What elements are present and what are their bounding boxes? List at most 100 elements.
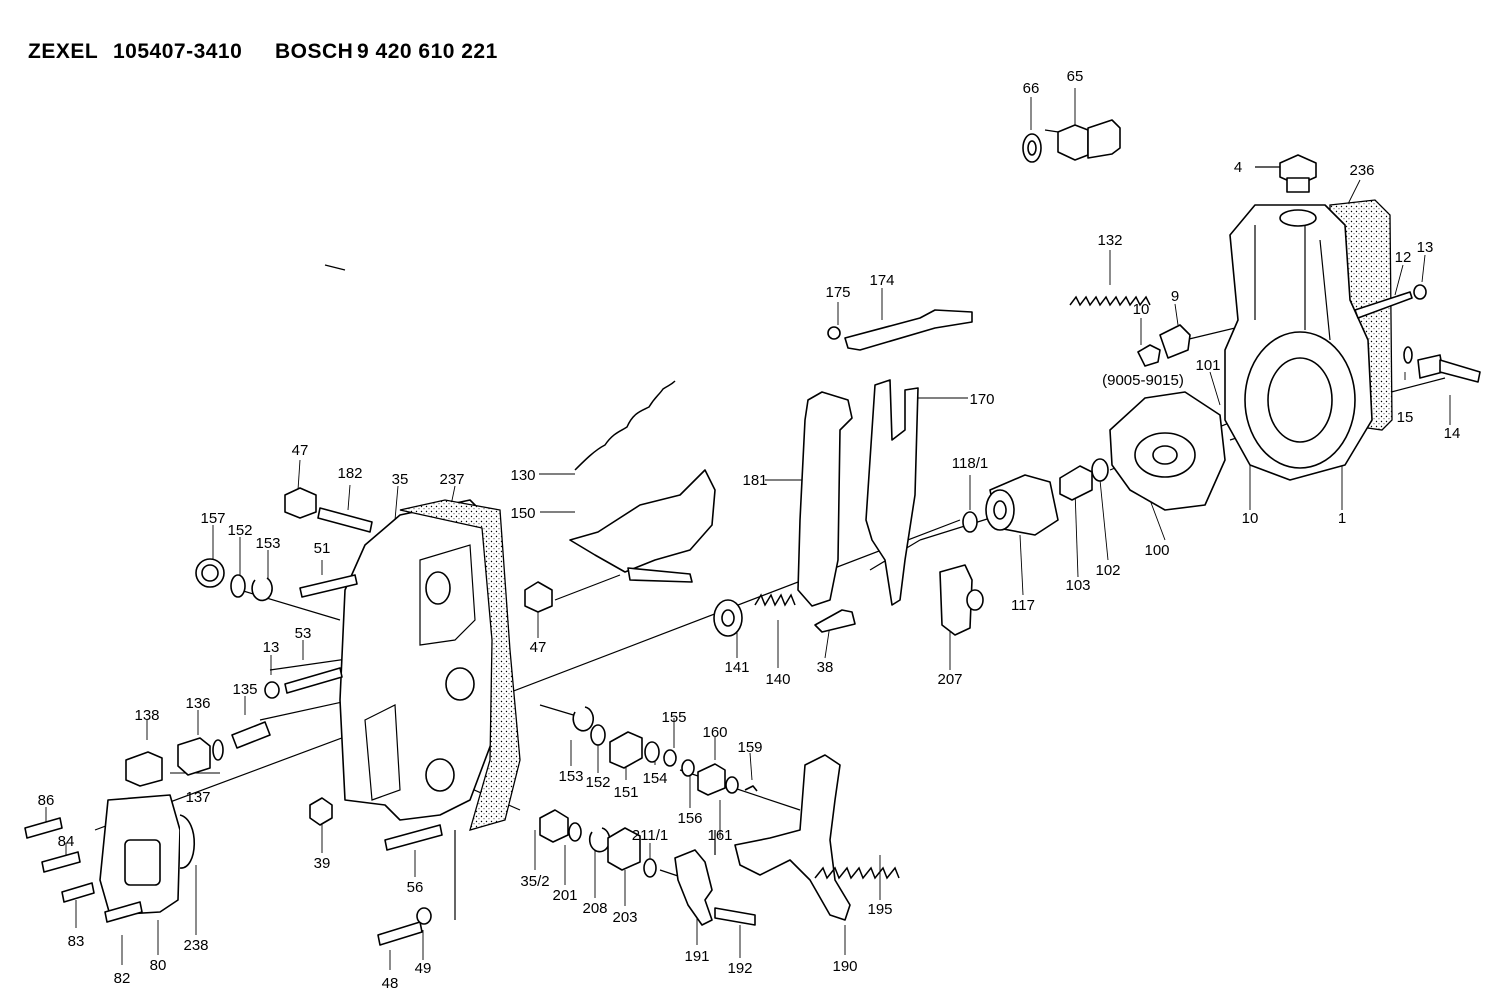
- cover-80: [99, 794, 181, 916]
- callout-191: 191: [684, 948, 709, 965]
- clip-208: [588, 827, 611, 853]
- ring-152b: [590, 724, 606, 746]
- nut-39: [309, 797, 333, 826]
- callout-1: 1: [1338, 510, 1346, 527]
- bushing-160: [697, 763, 726, 796]
- callout-4: 4: [1234, 159, 1242, 176]
- callout-103: 103: [1065, 577, 1090, 594]
- spring-140: [754, 593, 796, 607]
- bolt-48: [377, 921, 423, 946]
- bolt-83: [61, 882, 95, 903]
- callout-150: 150: [510, 505, 535, 522]
- fitting-65: [1022, 119, 1121, 163]
- callout-83: 83: [68, 933, 85, 950]
- callout-14: 14: [1444, 425, 1461, 442]
- callout-130: 130: [510, 467, 535, 484]
- spring-132: [1069, 295, 1151, 307]
- callout-135: 135: [232, 681, 257, 698]
- spring-195: [814, 866, 900, 880]
- callout-10b: 10: [1242, 510, 1259, 527]
- callout-195: 195: [867, 901, 892, 918]
- callout-9005: (9005-9015): [1102, 372, 1184, 389]
- gasket-238: [179, 814, 196, 869]
- washer-118-1: [962, 511, 978, 533]
- callout-12: 12: [1395, 249, 1412, 266]
- zexel-label: ZEXEL: [28, 40, 99, 63]
- bolt-192: [714, 907, 756, 926]
- callout-137: 137: [185, 789, 210, 806]
- bracket-9: [1137, 324, 1191, 367]
- washer-155: [663, 749, 677, 767]
- bosch-label: BOSCH: [275, 40, 354, 63]
- callout-100: 100: [1144, 542, 1169, 559]
- sleeve-103: [1059, 465, 1093, 501]
- callout-236: 236: [1349, 162, 1374, 179]
- washer-211-1: [643, 858, 657, 878]
- callout-48: 48: [382, 975, 399, 992]
- callout-10a: 10: [1133, 301, 1150, 318]
- bolt-51: [299, 574, 358, 598]
- screw-135: [231, 721, 271, 749]
- callout-35: 35: [392, 471, 409, 488]
- bolt-53: [284, 667, 343, 694]
- callout-38: 38: [817, 659, 834, 676]
- governor-cover-35: [339, 499, 501, 821]
- ring-152: [230, 574, 246, 598]
- bolt-12: [1354, 284, 1427, 319]
- nut-13b: [264, 681, 280, 699]
- spring-130: [574, 380, 676, 471]
- clip-153: [251, 577, 273, 602]
- callout-207: 207: [937, 671, 962, 688]
- bolt-84: [41, 851, 81, 873]
- plug-47b: [524, 581, 553, 613]
- callout-141: 141: [724, 659, 749, 676]
- callout-13a: 13: [1417, 239, 1434, 256]
- callout-15: 15: [1397, 409, 1414, 426]
- bushing-203: [607, 827, 641, 871]
- callout-86: 86: [38, 792, 55, 809]
- cap-138: [125, 751, 163, 787]
- callout-117: 117: [1011, 597, 1035, 614]
- lever-174: [827, 309, 973, 351]
- callout-39: 39: [314, 855, 331, 872]
- clip-159: [744, 785, 758, 792]
- callout-192: 192: [727, 960, 752, 977]
- flyweight-100: [1109, 391, 1226, 511]
- callout-56: 56: [407, 879, 424, 896]
- callout-13b: 13: [263, 639, 280, 656]
- washer-161: [725, 776, 739, 794]
- callout-155: 155: [661, 709, 686, 726]
- cap-141: [713, 599, 743, 637]
- callout-labels: 66 65 4 236 132 12 13 175 174 10 9 (9005…: [38, 68, 1461, 992]
- callout-118-1: 118/1: [952, 455, 988, 472]
- callout-140: 140: [765, 671, 790, 688]
- callout-156: 156: [677, 810, 702, 827]
- callout-84: 84: [58, 833, 75, 850]
- callout-49: 49: [415, 960, 432, 977]
- callout-47b: 47: [530, 639, 547, 656]
- zexel-part-number: 105407-3410: [113, 40, 243, 63]
- callout-159: 159: [737, 739, 762, 756]
- lever-191: [674, 849, 713, 926]
- nut-136: [177, 737, 211, 776]
- callout-136: 136: [185, 695, 210, 712]
- callout-208: 208: [582, 900, 607, 917]
- callout-161: 161: [707, 827, 732, 844]
- plug-157: [195, 558, 225, 588]
- washer-49: [416, 907, 432, 925]
- screw-38: [814, 609, 856, 633]
- plug-47a: [284, 487, 317, 519]
- bolt-82: [104, 901, 143, 923]
- callout-153b: 153: [558, 768, 583, 785]
- lever-170: [865, 379, 919, 606]
- callout-170: 170: [969, 391, 994, 408]
- bracket-207: [939, 564, 984, 636]
- callout-101: 101: [1195, 357, 1220, 374]
- callout-132: 132: [1097, 232, 1122, 249]
- callout-152b: 152: [585, 774, 610, 791]
- gasket-237: [399, 499, 521, 831]
- bushing-151: [609, 731, 643, 769]
- callout-51: 51: [314, 540, 331, 557]
- callout-157: 157: [200, 510, 225, 527]
- callout-175: 175: [825, 284, 850, 301]
